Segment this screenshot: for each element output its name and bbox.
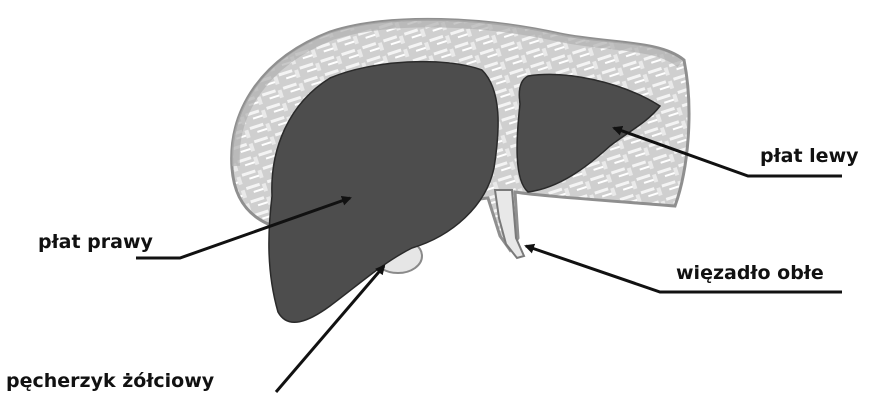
right-lobe-label: płat prawy <box>38 233 153 252</box>
round-ligament-label: więzadło obłe <box>676 264 824 283</box>
left-lobe-label: płat lewy <box>760 147 859 166</box>
gallbladder-label: pęcherzyk żółciowy <box>6 372 214 391</box>
right-lobe-shape <box>269 62 498 323</box>
